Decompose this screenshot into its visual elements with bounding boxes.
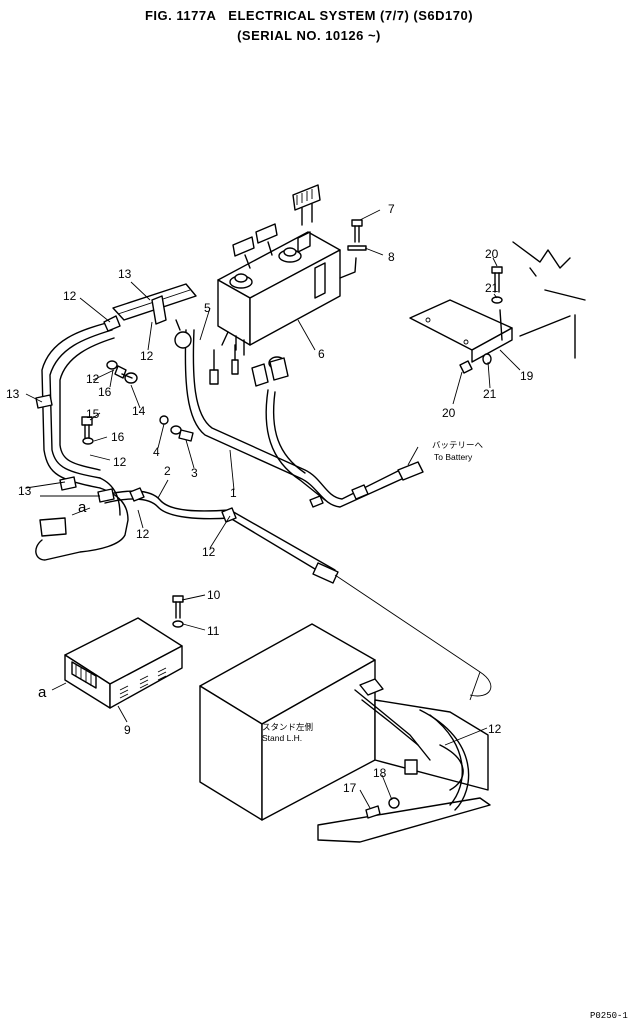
callout-12d: 12: [113, 455, 127, 469]
callout-3: 3: [191, 466, 198, 480]
callout-21a: 21: [485, 281, 499, 295]
bracket-19: [409, 241, 586, 374]
harness-1: [184, 329, 424, 508]
callout-13c: 13: [18, 484, 32, 498]
stand-lh: [199, 623, 491, 843]
callout-19: 19: [520, 369, 534, 383]
callout-10: 10: [207, 588, 221, 602]
callout-18: 18: [373, 766, 387, 780]
callout-12a: 12: [63, 289, 77, 303]
note-stand-en: Stand L.H.: [262, 733, 302, 743]
callout-20b: 20: [442, 406, 456, 420]
callout-11: 11: [207, 624, 220, 638]
callout-a1: a: [78, 499, 87, 516]
figure-title: FIG. 1177A ELECTRICAL SYSTEM (7/7) (S6D1…: [144, 8, 474, 23]
note-battery-jp: バッテリーへ: [432, 440, 484, 450]
leader-lines: [25, 209, 521, 809]
callout-4: 4: [153, 445, 160, 459]
small-hardware-upper: [81, 219, 367, 445]
harness-bundle-left: [35, 321, 129, 561]
callout-7: 7: [388, 202, 395, 216]
callout-2: 2: [164, 464, 171, 478]
callout-20a: 20: [485, 247, 499, 261]
controller-9: [64, 595, 184, 709]
callout-16b: 16: [111, 430, 125, 444]
note-stand-jp: スタンド左側: [262, 722, 313, 732]
figure-subtitle: (SERIAL NO. 10126 ~): [237, 28, 381, 43]
note-battery-en: To Battery: [434, 452, 473, 462]
callout-21b: 21: [483, 387, 497, 401]
callout-12b: 12: [140, 349, 154, 363]
clamp-assembly-top: [103, 283, 197, 349]
callout-12e: 12: [136, 527, 150, 541]
callout-16a: 16: [98, 385, 112, 399]
harness-2: [104, 487, 492, 701]
connectors-top: [232, 184, 321, 269]
callout-5: 5: [204, 301, 211, 315]
callout-labels: 1 2 3 4 5 6 7 8 9 10 11 12 12 12 12 12 1…: [6, 202, 534, 795]
callout-13b: 13: [6, 387, 20, 401]
callout-9: 9: [124, 723, 131, 737]
callout-6: 6: [318, 347, 325, 361]
callout-17: 17: [343, 781, 357, 795]
callout-13a: 13: [118, 267, 132, 281]
callout-12g: 12: [488, 722, 502, 736]
callout-12c: 12: [86, 372, 100, 386]
relay-box: [217, 231, 357, 356]
connectors-lower: [209, 344, 289, 387]
callout-1: 1: [230, 486, 237, 500]
callout-14: 14: [132, 404, 146, 418]
callout-8: 8: [388, 250, 395, 264]
callout-15: 15: [86, 407, 100, 421]
callout-12f: 12: [202, 545, 216, 559]
callout-a2: a: [38, 684, 47, 701]
page-code: P0250-1: [590, 1011, 628, 1020]
